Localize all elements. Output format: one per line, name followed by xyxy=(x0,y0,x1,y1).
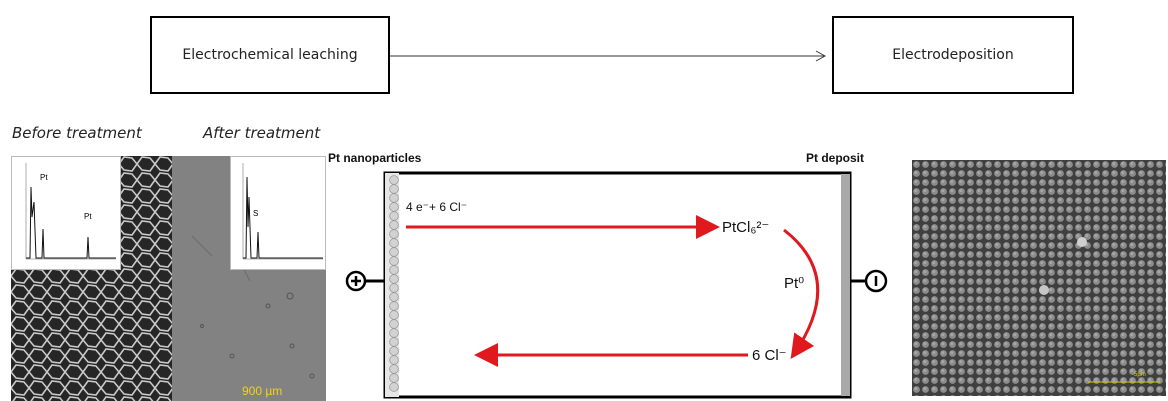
nanoparticle xyxy=(389,193,399,203)
reactant-label: 4 e⁻+ 6 Cl⁻ xyxy=(406,200,468,214)
complex-label: PtCl₆²⁻ xyxy=(722,219,770,236)
nanoparticle xyxy=(389,184,399,194)
nanoparticle xyxy=(389,265,399,275)
step-electrochemical-leaching: Electrochemical leaching xyxy=(150,16,390,94)
after-eds-plot xyxy=(242,163,323,260)
nanoparticle xyxy=(389,229,399,239)
nanoparticle xyxy=(389,328,399,338)
nanoparticle xyxy=(389,211,399,221)
eds-peak-label-pt-1: Pt xyxy=(40,173,48,182)
before-eds-spectrum: Pt Pt xyxy=(11,156,121,270)
nanoparticle xyxy=(389,319,399,329)
nanoparticle xyxy=(389,310,399,320)
deposit-sem-image: 5µm xyxy=(912,160,1166,396)
cathode-label: Pt deposit xyxy=(806,151,865,165)
nanoparticle xyxy=(389,247,399,257)
nanoparticle xyxy=(389,283,399,293)
step-electrodeposition: Electrodeposition xyxy=(832,16,1074,94)
nanoparticle xyxy=(389,301,399,311)
deposit-grain-texture xyxy=(912,160,1166,396)
pt-metal-label: Pt⁰ xyxy=(784,275,805,292)
nanoparticle xyxy=(389,364,399,374)
nanoparticle xyxy=(389,202,399,212)
nanoparticle xyxy=(389,373,399,383)
nanoparticle xyxy=(389,175,399,185)
nanoparticle xyxy=(389,238,399,248)
step-label-electrodeposition: Electrodeposition xyxy=(892,47,1014,63)
electrochemical-cell-diagram xyxy=(345,171,888,399)
step-label-leaching: Electrochemical leaching xyxy=(182,47,358,63)
nanoparticle xyxy=(389,346,399,356)
nanoparticle xyxy=(389,337,399,347)
nanoparticle xyxy=(389,274,399,284)
nanoparticle xyxy=(389,292,399,302)
before-eds-plot xyxy=(25,163,116,260)
eds-peak-label-pt-2: Pt xyxy=(84,212,92,221)
eds-peak-label-s: S xyxy=(253,209,259,218)
nanoparticle xyxy=(389,382,399,392)
process-flow-arrow xyxy=(390,50,827,62)
anode-label: Pt nanoparticles xyxy=(328,151,422,165)
nanoparticle xyxy=(389,256,399,266)
pt-nanoparticles xyxy=(389,175,399,392)
scale-bar-label: 900 µm xyxy=(242,384,283,398)
nanoparticle xyxy=(389,220,399,230)
chloride-product-label: 6 Cl⁻ xyxy=(752,347,787,364)
after-treatment-caption: After treatment xyxy=(203,124,321,142)
before-treatment-caption: Before treatment xyxy=(12,124,142,142)
cathode-electrode xyxy=(841,174,850,396)
deposit-scale-label: 5µm xyxy=(1134,372,1146,378)
after-eds-spectrum: S xyxy=(230,156,326,270)
deposition-arc-arrow xyxy=(783,228,820,359)
nanoparticle xyxy=(389,355,399,365)
